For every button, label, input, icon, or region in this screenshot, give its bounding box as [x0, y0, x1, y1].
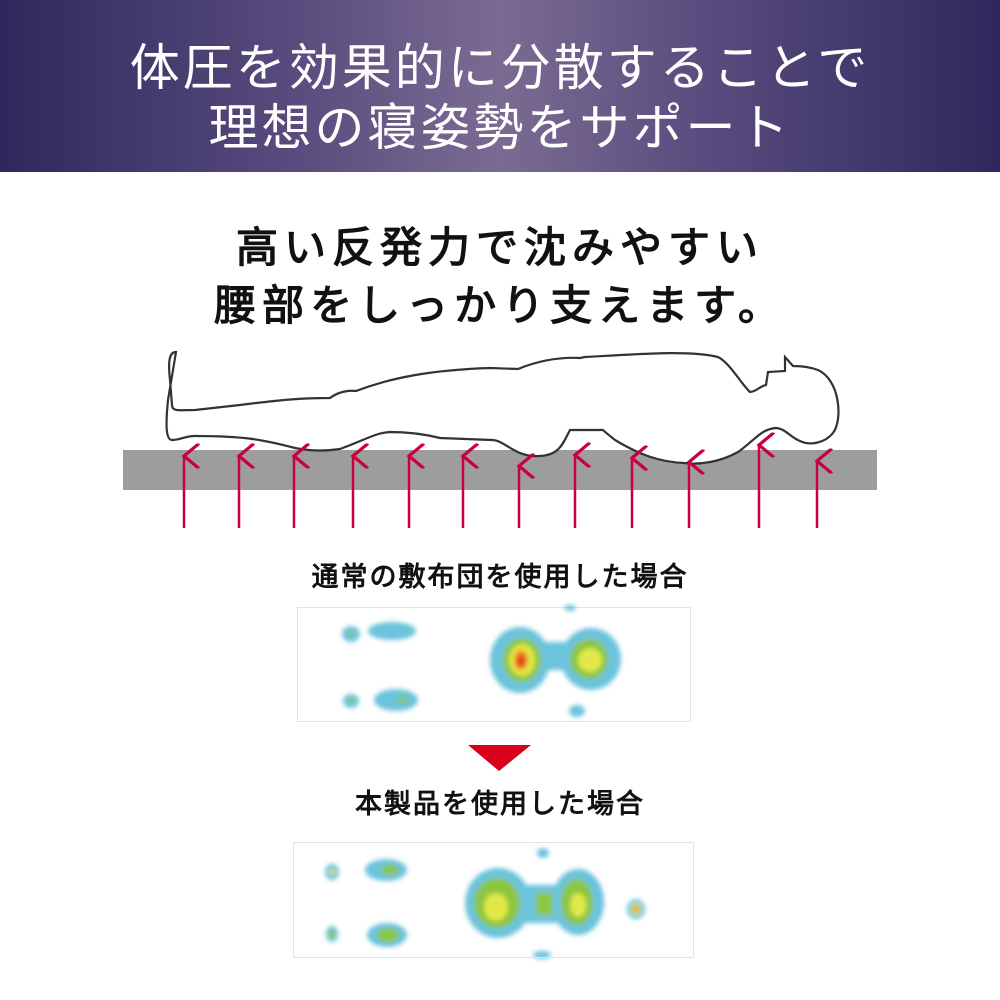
body-mattress-diagram [123, 350, 877, 528]
support-arrows [184, 445, 817, 528]
down-triangle-icon [468, 745, 531, 771]
after-label: 本製品を使用した場合 [355, 789, 645, 820]
headline-line2: 腰部をしっかり支えます。 [214, 281, 786, 330]
banner-title-line1: 体圧を効果的に分散することで [129, 39, 871, 97]
before-label: 通常の敷布団を使用した場合 [311, 562, 689, 593]
pressure-map-before [297, 607, 691, 722]
mattress [123, 450, 877, 490]
pressure-map-after [293, 842, 694, 958]
title-banner: 体圧を効果的に分散することで 理想の寝姿勢をサポート [0, 0, 1000, 172]
body-outline [165, 350, 840, 465]
banner-title-line2: 理想の寝姿勢をサポート [208, 99, 792, 157]
headline-line1: 高い反発力で沈みやすい [235, 223, 764, 272]
